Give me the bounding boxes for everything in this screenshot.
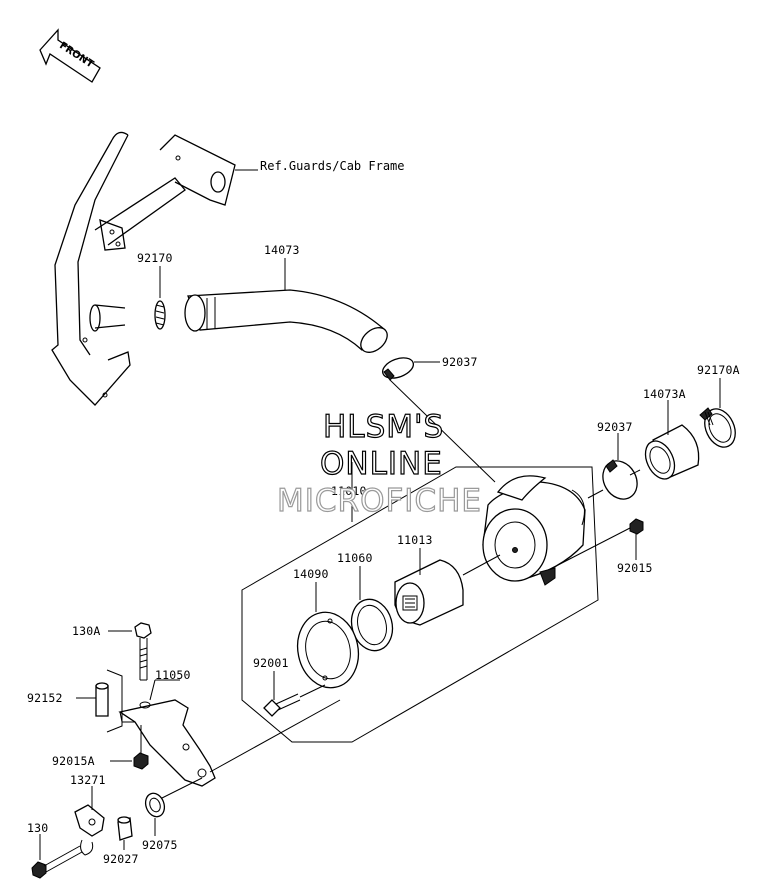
front-arrow-label: FRONT	[57, 40, 95, 70]
part-label-92015: 92015	[617, 561, 653, 575]
part-label-14073A: 14073A	[643, 387, 686, 401]
assembly-outline	[241, 466, 599, 743]
part-label-92015A: 92015A	[52, 754, 95, 768]
part-label-130: 130	[27, 821, 48, 835]
hose-14073A-drawing	[644, 424, 700, 480]
part-label-92075: 92075	[142, 838, 178, 852]
clamp-92037-right-drawing	[602, 459, 638, 500]
collar-92027-drawing	[117, 816, 133, 841]
part-label-11010: 11010	[331, 484, 367, 498]
part-label-92152: 92152	[27, 691, 63, 705]
nut-92015-drawing	[629, 518, 644, 535]
nut-92015A-drawing	[133, 752, 149, 770]
collar-92152-drawing	[95, 682, 109, 717]
filter-element-11013-drawing	[394, 559, 464, 626]
bolt-92001-drawing	[263, 693, 301, 717]
part-label-92027: 92027	[103, 852, 139, 866]
part-label-92170: 92170	[137, 251, 173, 265]
part-label-92037-upper: 92037	[442, 355, 478, 369]
front-arrow-icon: FRONT	[39, 28, 101, 83]
part-label-92037-right: 92037	[597, 420, 633, 434]
watermark-line1: HLSM'S	[323, 409, 444, 445]
cab-frame-drawing	[51, 131, 258, 406]
duct-hose-14073-drawing	[184, 289, 388, 353]
part-label-130A: 130A	[72, 624, 101, 638]
part-label-14073: 14073	[264, 243, 300, 257]
bolt-130-drawing	[31, 845, 83, 879]
clamp-92170A-drawing	[699, 407, 736, 448]
part-label-92001: 92001	[253, 656, 289, 670]
watermark: HLSM'S ONLINE MICROFICHE	[276, 408, 482, 519]
watermark-line3: MICROFICHE	[277, 483, 482, 519]
clamp-92037-upper-drawing	[382, 357, 414, 381]
cover-14090-drawing	[296, 611, 360, 689]
part-label-11050: 11050	[155, 668, 191, 682]
watermark-line2: ONLINE	[320, 446, 443, 482]
part-label-92170A: 92170A	[697, 363, 740, 377]
part-label-14090: 14090	[293, 567, 329, 581]
ref-guards-cab-frame-label: Ref.Guards/Cab Frame	[260, 159, 405, 173]
plate-13271-drawing	[74, 804, 105, 856]
air-cleaner-housing-11010-drawing	[482, 475, 586, 586]
part-label-11013: 11013	[397, 533, 433, 547]
bracket-11050-drawing	[118, 699, 216, 787]
bushing-92075-drawing	[144, 792, 166, 818]
bolt-130A-drawing	[134, 622, 152, 681]
part-label-11060: 11060	[337, 551, 373, 565]
part-label-13271: 13271	[70, 773, 106, 787]
clamp-92170-drawing	[154, 300, 166, 330]
